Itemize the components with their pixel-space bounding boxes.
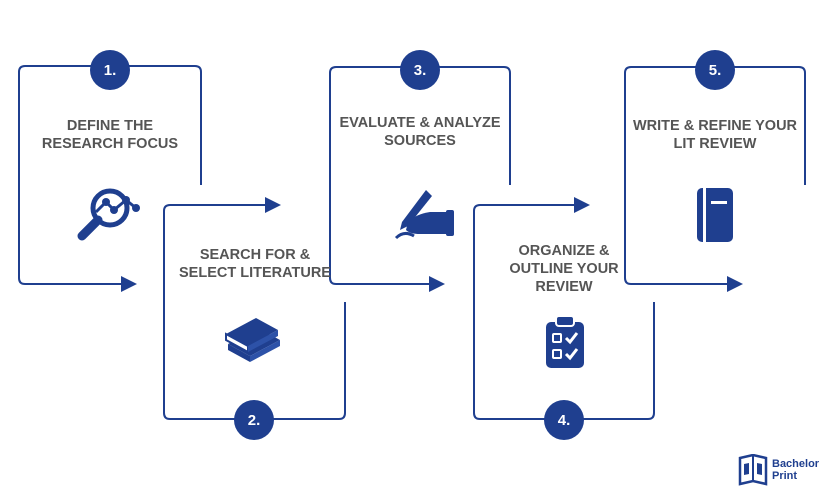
step-5-frame — [624, 66, 806, 292]
step-4-label-line: REVIEW — [535, 279, 593, 295]
notebook-icon — [697, 188, 733, 242]
step-3-frame — [329, 66, 511, 292]
brand-mark-icon — [738, 454, 768, 486]
step-5-label-line: WRITE & REFINE YOUR — [632, 118, 798, 134]
step-3-label: EVALUATE & ANALYZE SOURCES — [330, 114, 510, 150]
step-2-label-line: SEARCH FOR & — [199, 247, 311, 263]
step-4-label-line: ORGANIZE & — [518, 243, 610, 259]
step-3-label-line: SOURCES — [384, 133, 456, 149]
step-4-label: ORGANIZE & OUTLINE YOUR REVIEW — [474, 242, 654, 296]
step-2-label-line: SELECT LITERATURE — [179, 265, 331, 281]
checklist-clipboard-icon — [546, 316, 584, 368]
brand-name-line: Print — [772, 470, 798, 482]
step-4-frame — [473, 197, 655, 420]
step-5-number: 5. — [695, 50, 735, 90]
step-1-frame — [18, 65, 202, 292]
step-3-number: 3. — [400, 50, 440, 90]
brand-name: Bachelor Print — [772, 458, 819, 482]
step-1-label-line: DEFINE THE — [66, 118, 154, 134]
step-2-label: SEARCH FOR & SELECT LITERATURE — [164, 246, 346, 282]
step-5-label: WRITE & REFINE YOUR LIT REVIEW — [625, 117, 805, 153]
step-2-frame — [163, 197, 346, 420]
brand-name-line: Bachelor — [772, 458, 820, 470]
brand-logo: Bachelor Print — [738, 454, 819, 486]
step-1-label: DEFINE THE RESEARCH FOCUS — [25, 117, 195, 153]
step-2-number: 2. — [234, 400, 274, 440]
step-1-label-line: RESEARCH FOCUS — [41, 136, 179, 152]
books-icon — [225, 318, 280, 362]
writing-hand-icon — [394, 190, 454, 240]
search-analytics-icon — [77, 188, 140, 241]
step-4-label-line: OUTLINE YOUR — [509, 261, 619, 277]
step-1-number: 1. — [90, 50, 130, 90]
step-4-number: 4. — [544, 400, 584, 440]
step-3-label-line: EVALUATE & ANALYZE — [339, 115, 501, 131]
step-5-label-line: LIT REVIEW — [673, 136, 757, 152]
